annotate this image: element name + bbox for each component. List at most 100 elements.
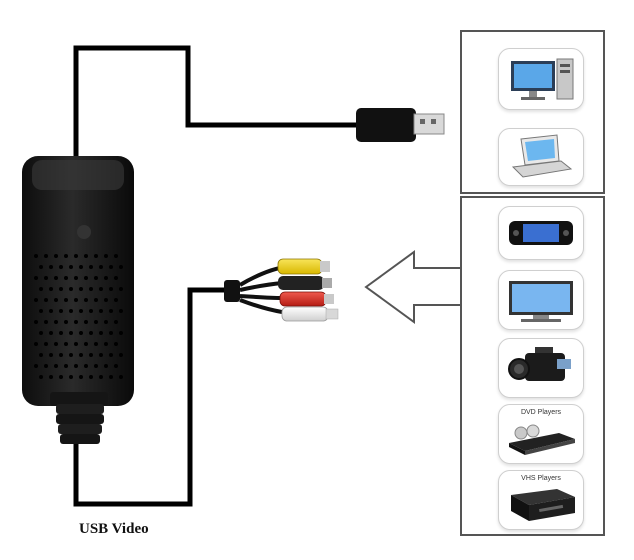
vent-hole (54, 298, 58, 302)
vent-hole (64, 298, 68, 302)
vent-hole (119, 331, 123, 335)
usb-capture-device-icon (22, 156, 134, 444)
source-tile: DVD Players (498, 404, 584, 464)
vent-hole (49, 265, 53, 269)
vent-hole (34, 254, 38, 258)
vent-hole (39, 265, 43, 269)
av-cable (73, 287, 228, 507)
desktop-computer-icon (511, 58, 574, 100)
vent-hole (114, 342, 118, 346)
vent-hole (69, 265, 73, 269)
vent-hole (94, 298, 98, 302)
computer-tile (498, 48, 584, 110)
vent-hole (114, 276, 118, 280)
source-tile (498, 270, 584, 330)
vent-hole (64, 320, 68, 324)
vent-hole (59, 265, 63, 269)
vent-hole (69, 309, 73, 313)
vent-hole (109, 353, 113, 357)
vent-hole (74, 254, 78, 258)
vent-hole (44, 364, 48, 368)
vent-hole (94, 342, 98, 346)
vent-hole (94, 254, 98, 258)
vent-hole (49, 353, 53, 357)
vent-hole (59, 309, 63, 313)
vent-hole (84, 342, 88, 346)
vent-hole (64, 254, 68, 258)
vent-hole (114, 364, 118, 368)
vent-hole (104, 298, 108, 302)
vent-hole (79, 353, 83, 357)
vent-hole (94, 364, 98, 368)
vent-hole (34, 320, 38, 324)
vent-hole (109, 331, 113, 335)
vent-hole (34, 364, 38, 368)
vent-hole (34, 342, 38, 346)
vent-hole (49, 309, 53, 313)
vent-hole (59, 353, 63, 357)
vent-hole (49, 331, 53, 335)
vent-hole (49, 375, 53, 379)
vent-hole (94, 320, 98, 324)
vent-hole (64, 364, 68, 368)
vent-hole (104, 342, 108, 346)
vent-hole (119, 353, 123, 357)
source-tile: VHS Players (498, 470, 584, 530)
usb-plug-icon (356, 108, 445, 142)
usb-cable (73, 45, 358, 160)
laptop-computer-icon (511, 134, 573, 178)
vent-hole (39, 331, 43, 335)
tv-monitor-icon (509, 281, 573, 322)
vent-hole (109, 375, 113, 379)
camcorder-icon (508, 347, 571, 381)
vent-hole (44, 342, 48, 346)
vent-hole (69, 287, 73, 291)
vent-hole (44, 320, 48, 324)
vent-hole (59, 375, 63, 379)
vent-hole (119, 375, 123, 379)
vent-hole (34, 276, 38, 280)
vent-hole (89, 331, 93, 335)
vent-hole (84, 254, 88, 258)
vent-hole (119, 287, 123, 291)
vent-hole (99, 265, 103, 269)
vhs-players-label: VHS Players (521, 475, 561, 482)
vhs-player-icon (511, 489, 575, 521)
vent-hole (39, 353, 43, 357)
handheld-media-player-icon (509, 221, 573, 245)
diagram-caption: USB Video (79, 521, 149, 537)
vent-hole (64, 342, 68, 346)
vent-hole (119, 309, 123, 313)
vent-hole (34, 298, 38, 302)
vent-hole (99, 287, 103, 291)
vent-hole (109, 287, 113, 291)
vent-hole (99, 309, 103, 313)
vent-hole (59, 287, 63, 291)
vent-hole (74, 342, 78, 346)
vent-hole (104, 254, 108, 258)
vent-hole (39, 287, 43, 291)
vent-hole (74, 364, 78, 368)
vent-hole (89, 375, 93, 379)
vent-hole (54, 254, 58, 258)
vent-hole (44, 254, 48, 258)
source-tile (498, 338, 584, 398)
vent-hole (44, 298, 48, 302)
source-tile (498, 206, 584, 260)
dvd-player-icon (509, 424, 575, 455)
dvd-players-label: DVD Players (520, 409, 562, 416)
vent-hole (104, 364, 108, 368)
vent-hole (104, 320, 108, 324)
vent-hole (69, 331, 73, 335)
vent-hole (84, 364, 88, 368)
vent-hole (54, 320, 58, 324)
vent-hole (49, 287, 53, 291)
vent-hole (74, 320, 78, 324)
rca-connectors-icon (224, 258, 339, 322)
vent-hole (94, 276, 98, 280)
vent-hole (84, 276, 88, 280)
vent-hole (119, 265, 123, 269)
vent-hole (79, 309, 83, 313)
